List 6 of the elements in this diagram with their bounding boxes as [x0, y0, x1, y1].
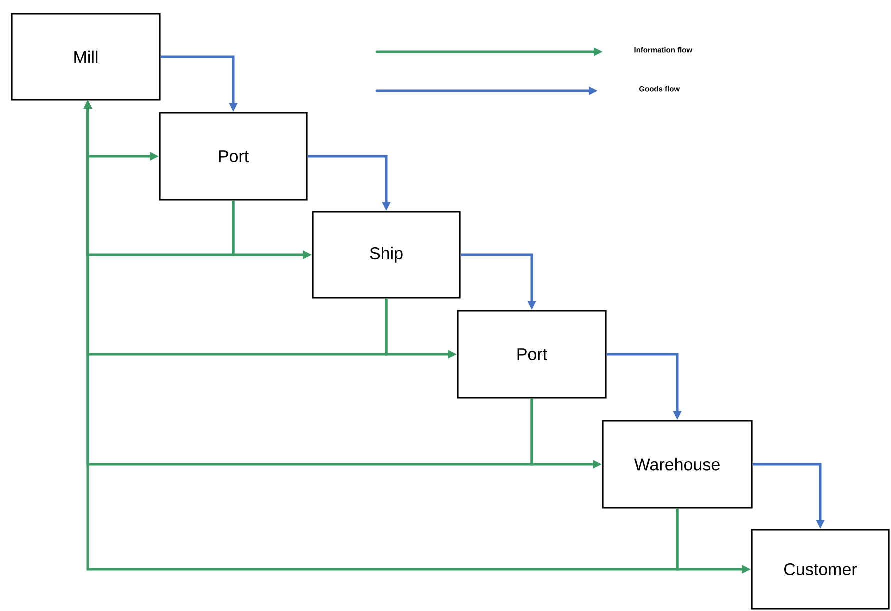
process-box: Port — [159, 112, 308, 201]
process-box: Ship — [312, 211, 461, 299]
process-box: Warehouse — [602, 420, 753, 509]
process-box: Customer — [751, 529, 890, 610]
process-box: Mill — [11, 13, 161, 101]
process-box: Port — [457, 310, 607, 399]
